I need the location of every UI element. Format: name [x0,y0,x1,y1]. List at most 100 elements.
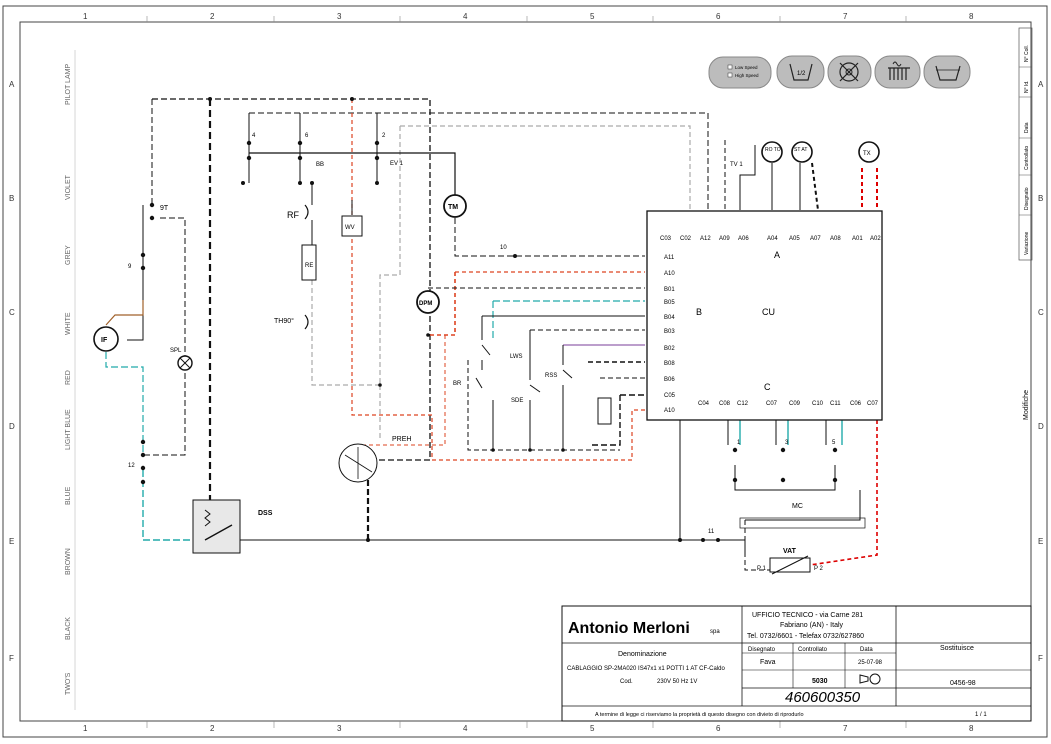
disegnato-label: Disegnato [748,647,776,653]
cu-pin-label: B06 [664,377,675,383]
svg-text:PREH: PREH [392,436,411,443]
svg-text:12: 12 [128,463,135,469]
cu-pin-label: C07 [867,401,879,407]
number-small: 5030 [812,678,828,685]
grid-column-label: 6 [716,12,721,21]
cu-pin-label: C09 [789,401,801,407]
drawing-date: 25-07-98 [858,660,883,666]
heating-element-symbol: RE [301,244,317,281]
svg-text:RE: RE [305,263,313,269]
code-label: Cod. [620,679,633,685]
grid-row-label: F [1038,654,1043,663]
svg-text:VAT: VAT [783,548,797,555]
cu-pin-label: C06 [850,401,862,407]
grid-column-label: 3 [337,12,342,21]
bb-label: BB [316,162,324,168]
cu-pin-label: C04 [698,401,710,407]
grid-column-label: 7 [843,12,848,21]
svg-text:3: 3 [785,440,789,446]
cu-label: CU [762,307,775,317]
cu-pin-label: B05 [664,300,675,306]
grid-column-label: 6 [716,724,721,733]
no-spin-icon [827,55,872,89]
grid-column-label: 8 [969,724,974,733]
drawn-by: Fava [760,659,776,666]
svg-text:ST AT: ST AT [794,147,807,153]
stat-sensor-symbol: ST AT [791,141,813,163]
grid-column-labels [146,16,907,728]
drawing-description: CABLAGGIO SP-2MA020 IS47x1 x1 POTTI 1 AT… [567,666,726,672]
cu-pin-label: A10 [664,271,675,277]
svg-text:4: 4 [252,133,256,139]
grid-row-label: B [1038,194,1043,203]
svg-text:5: 5 [832,440,836,446]
grid-column-label: 3 [337,724,342,733]
svg-text:10: 10 [500,245,507,251]
svg-text:2: 2 [382,133,386,139]
grid-row-label: D [9,422,15,431]
grid-column-label: 1 [83,12,88,21]
grid-column-label: 8 [969,12,974,21]
cu-pin-label: C05 [664,393,676,399]
br-label: BR [453,381,462,387]
phone-fax: Tel. 0732/6601 - Telefax 0732/627860 [747,633,864,640]
revision-strip-label: Data [1024,122,1030,133]
sde-label: SDE [511,398,523,404]
inner-frame [19,21,1032,722]
svg-text:1/2: 1/2 [797,71,806,77]
wire-color-label: GREY [65,245,72,265]
speed-selector-icon: Low Speed High Speed [708,56,772,89]
cu-pin-label: B03 [664,329,675,335]
svg-text:P 2: P 2 [814,566,824,572]
grid-row-label: C [9,308,15,317]
revision-strip-label: Controllato [1024,146,1030,170]
wire-color-label: VIOLET [65,174,72,200]
grid-row-label: E [9,537,14,546]
svg-text:11: 11 [708,529,715,535]
svg-text:WV: WV [345,225,355,231]
cu-pin-label: C10 [812,401,824,407]
ev1-label: EV 1 [390,161,404,167]
svg-text:9: 9 [128,264,132,270]
drain-pump-motor-symbol: DPM [416,290,440,314]
drawing-number: 460600350 [785,689,861,706]
tv1-label: TV 1 [730,162,743,168]
voltage-rating: 230V 50 Hz 1V [657,679,697,685]
grid-column-label: 2 [210,724,215,733]
outer-frame [2,5,1048,738]
grid-column-label: 5 [590,12,595,21]
grid-column-label: 4 [463,724,468,733]
cu-pin-label: A05 [789,236,800,242]
grid-row-label: E [1038,537,1043,546]
svg-text:1: 1 [737,440,741,446]
cu-pin-label: A02 [870,236,881,242]
pilot-lamp-symbol: SPL [170,348,193,371]
wire-color-label: LIGHT BLUE [65,409,72,450]
modifiche-label: Modifiche [1023,390,1030,420]
cu-section-b-label: B [696,307,702,317]
title-block: Antonio Merloni spa UFFICIO TECNICO - vi… [561,605,1032,722]
svg-text:P 1: P 1 [757,566,767,572]
rinse-hold-icon [923,55,971,89]
grid-row-label: D [1038,422,1044,431]
data-label: Data [860,647,873,653]
terminal-numbers: 4 6 2 10 11 12 9 1 3 5 [128,133,836,535]
svg-text:SPL: SPL [170,348,182,354]
grid-row-label: B [9,194,14,203]
9t-label: 9T [160,205,169,212]
grid-column-label: 4 [463,12,468,21]
grid-column-label: 2 [210,12,215,21]
revision-strip-label: N° Id. [1024,80,1030,93]
wiring [105,98,878,571]
wire-color-label: BROWN [65,548,72,575]
office-address: UFFICIO TECNICO - via Carne 281 [752,612,863,619]
water-valve-symbol: WV [341,215,363,237]
rf-label: RF [287,210,299,220]
tx-sensor-symbol: TX [858,141,880,163]
cu-pin-label: A10 [664,408,675,414]
grid-column-label: 5 [590,724,595,733]
projection-symbol-icon [859,673,881,685]
